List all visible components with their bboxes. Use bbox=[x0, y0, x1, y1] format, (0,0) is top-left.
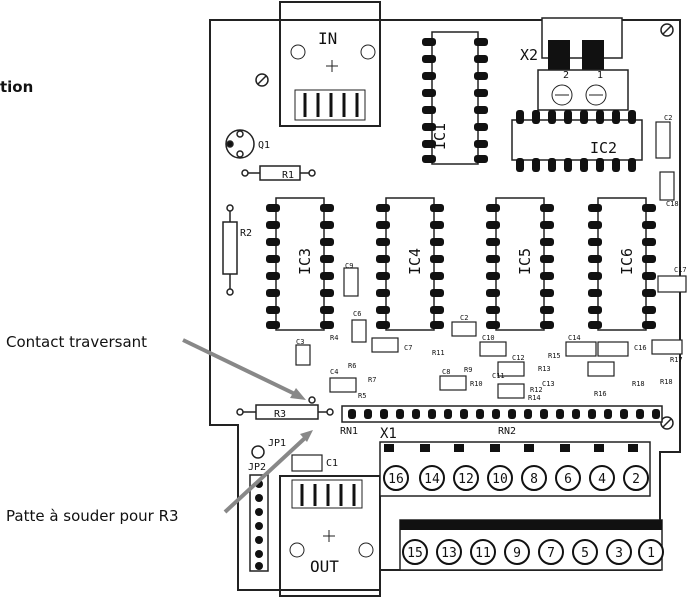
svg-text:12: 12 bbox=[458, 472, 474, 487]
q1-transistor bbox=[225, 129, 255, 159]
svg-text:8: 8 bbox=[530, 472, 538, 487]
svg-text:R7: R7 bbox=[368, 376, 376, 384]
svg-text:R5: R5 bbox=[358, 392, 366, 400]
svg-text:R10: R10 bbox=[470, 380, 483, 388]
rn1-label: RN1 bbox=[340, 426, 358, 437]
svg-text:R15: R15 bbox=[548, 352, 561, 360]
x2-connector bbox=[537, 17, 629, 111]
callout-arrow-pad bbox=[223, 430, 313, 514]
r2-label: R2 bbox=[240, 228, 252, 239]
jp1-label: JP1 bbox=[268, 438, 286, 449]
svg-text:R18: R18 bbox=[660, 378, 673, 386]
pad-callout-text: Patte à souder pour R3 bbox=[6, 507, 179, 525]
ic2-chip bbox=[511, 110, 643, 172]
svg-text:11: 11 bbox=[475, 546, 491, 561]
terminal-block-top bbox=[379, 441, 651, 497]
svg-text:10: 10 bbox=[492, 472, 508, 487]
via-callout-text: Contact traversant bbox=[6, 333, 147, 351]
svg-text:16: 16 bbox=[388, 472, 404, 487]
x1-label: X1 bbox=[380, 426, 397, 442]
svg-text:3: 3 bbox=[615, 546, 623, 561]
resistor-network-strip bbox=[341, 405, 663, 423]
svg-text:6: 6 bbox=[564, 472, 572, 487]
svg-text:C10: C10 bbox=[482, 334, 495, 342]
rn2-label: RN2 bbox=[498, 426, 516, 437]
svg-text:C17: C17 bbox=[674, 266, 687, 274]
ic6-label: IC6 bbox=[618, 248, 636, 275]
svg-text:C8: C8 bbox=[442, 368, 450, 376]
svg-text:7: 7 bbox=[547, 546, 555, 561]
jp2-header bbox=[249, 474, 269, 572]
svg-text:R9: R9 bbox=[464, 366, 472, 374]
ic6-chip bbox=[588, 197, 656, 331]
ic4-label: IC4 bbox=[406, 248, 424, 275]
in-connector bbox=[279, 1, 381, 127]
svg-text:5: 5 bbox=[581, 546, 589, 561]
svg-text:R4: R4 bbox=[330, 334, 338, 342]
svg-text:C14: C14 bbox=[568, 334, 581, 342]
svg-text:1: 1 bbox=[647, 546, 655, 561]
svg-text:9: 9 bbox=[513, 546, 521, 561]
svg-text:R6: R6 bbox=[348, 362, 356, 370]
x2-label: X2 bbox=[520, 46, 538, 64]
svg-text:C7: C7 bbox=[404, 344, 412, 352]
component-labels: C2 C18 C17 C9 C6 C7 C2 C10 C14 C16 R17 R… bbox=[296, 114, 687, 402]
ic3-label: IC3 bbox=[296, 248, 314, 275]
svg-text:15: 15 bbox=[407, 546, 423, 561]
ic5-chip bbox=[486, 197, 554, 331]
svg-text:R11: R11 bbox=[432, 349, 445, 357]
svg-text:C9: C9 bbox=[345, 262, 353, 270]
svg-text:14: 14 bbox=[424, 472, 440, 487]
ic1-label: IC1 bbox=[431, 123, 449, 150]
svg-text:C12: C12 bbox=[512, 354, 525, 362]
svg-text:C11: C11 bbox=[492, 372, 505, 380]
x2-pin-2: 2 bbox=[563, 70, 569, 81]
via-hole bbox=[308, 396, 316, 404]
terminal-bottom-numbers: 15 13 11 9 7 5 3 1 bbox=[407, 546, 655, 561]
svg-text:C2: C2 bbox=[664, 114, 672, 122]
svg-text:R16: R16 bbox=[594, 390, 607, 398]
small-components bbox=[291, 121, 687, 472]
callout-arrow-via bbox=[182, 338, 306, 400]
r2-resistor bbox=[222, 204, 238, 296]
r3-label: R3 bbox=[274, 409, 286, 420]
svg-text:C3: C3 bbox=[296, 338, 304, 346]
q1-label: Q1 bbox=[258, 140, 270, 151]
svg-text:C4: C4 bbox=[330, 368, 338, 376]
jp2-label: JP2 bbox=[248, 462, 266, 473]
svg-text:2: 2 bbox=[632, 472, 640, 487]
svg-text:R12: R12 bbox=[530, 386, 543, 394]
svg-text:13: 13 bbox=[441, 546, 457, 561]
r1-label: R1 bbox=[282, 170, 294, 181]
terminal-block-bottom bbox=[399, 519, 664, 571]
out-label: OUT bbox=[310, 557, 339, 576]
terminal-top-numbers: 16 14 12 10 8 6 4 2 bbox=[388, 472, 640, 487]
ic4-chip bbox=[376, 197, 444, 331]
in-label: IN bbox=[318, 29, 337, 48]
svg-text:R14: R14 bbox=[528, 394, 541, 402]
svg-text:4: 4 bbox=[598, 472, 606, 487]
mounting-holes bbox=[255, 23, 674, 430]
r1-resistor bbox=[241, 165, 316, 181]
side-fragment-label: tion bbox=[0, 78, 33, 96]
x2-pin-1: 1 bbox=[597, 70, 603, 81]
svg-text:C18: C18 bbox=[666, 200, 679, 208]
c1-label: C1 bbox=[326, 458, 338, 469]
svg-text:R13: R13 bbox=[538, 365, 551, 373]
svg-text:R17: R17 bbox=[670, 356, 683, 364]
svg-text:R18: R18 bbox=[632, 380, 645, 388]
svg-text:C13: C13 bbox=[542, 380, 555, 388]
out-connector bbox=[279, 475, 381, 597]
ic1-chip bbox=[422, 31, 488, 165]
ic5-label: IC5 bbox=[516, 248, 534, 275]
r3-resistor bbox=[236, 404, 334, 420]
svg-text:C6: C6 bbox=[353, 310, 361, 318]
ic3-chip bbox=[266, 197, 334, 331]
svg-text:C16: C16 bbox=[634, 344, 647, 352]
jp1-pad bbox=[251, 445, 265, 459]
ic2-label: IC2 bbox=[590, 139, 617, 157]
svg-text:C2: C2 bbox=[460, 314, 468, 322]
